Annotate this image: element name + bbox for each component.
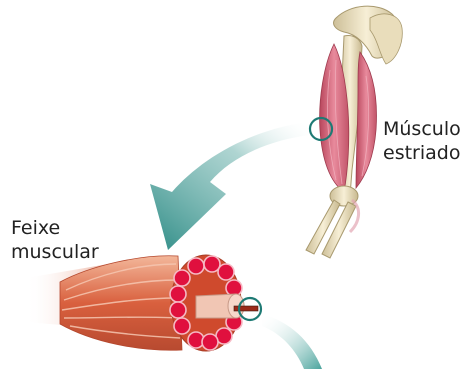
- muscle-label-line1: Músculo: [383, 117, 461, 141]
- bundle-label-line1: Feixe: [11, 216, 99, 240]
- muscle-bundle-illustration: [26, 255, 258, 351]
- triceps-muscle: [356, 52, 376, 188]
- bundle-label: Feixe muscular: [11, 216, 99, 264]
- zoom-arrow-2: [262, 314, 322, 369]
- muscle-label: Músculo estriado: [383, 117, 461, 165]
- zoom-arrow-1: [150, 122, 310, 250]
- bundle-label-line2: muscular: [11, 240, 99, 264]
- fibril: [234, 306, 258, 311]
- muscle-label-line2: estriado: [383, 141, 461, 165]
